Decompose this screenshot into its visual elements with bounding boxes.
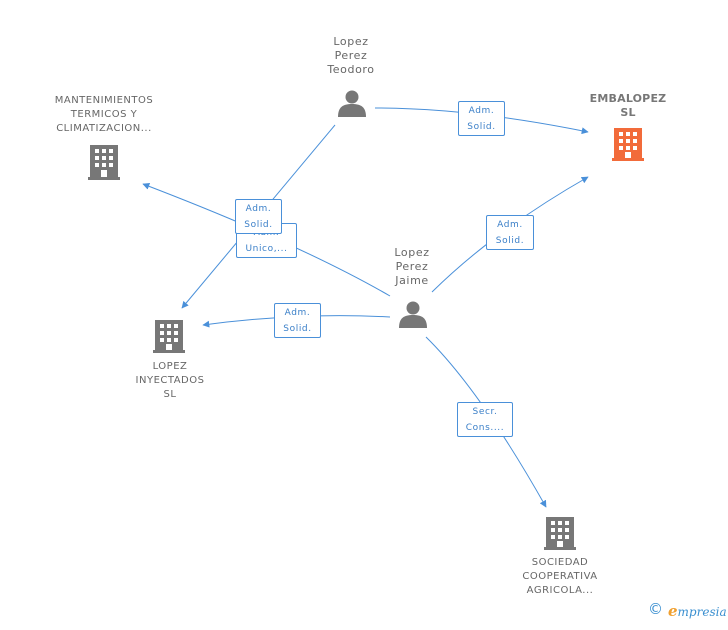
label-line: Perez: [334, 49, 368, 62]
person-label-teodoro[interactable]: Lopez Perez Teodoro: [310, 35, 392, 77]
label-line: MANTENIMIENTOS: [54, 95, 154, 106]
building-icon[interactable]: [153, 320, 185, 353]
badge-line: Unico,...: [245, 244, 288, 254]
label-line: TERMICOS Y: [70, 109, 138, 120]
label-line: SL: [620, 106, 636, 119]
label-line: INYECTADOS: [135, 375, 205, 386]
copyright-icon: ©: [648, 600, 663, 618]
brand-initial: e: [668, 602, 678, 620]
badge-line: Solid.: [283, 324, 312, 334]
relation-badge-teodoro-inyectados[interactable]: Adm. Solid.: [235, 199, 282, 234]
badge-line: Adm.: [284, 308, 311, 318]
brand-name: mpresia: [677, 605, 727, 619]
badge-line: Solid.: [244, 220, 273, 230]
label-line: CLIMATIZACION...: [56, 123, 152, 134]
badge-line: Solid.: [467, 122, 496, 132]
label-line: Lopez: [333, 35, 369, 48]
label-line: SOCIEDAD: [531, 557, 589, 568]
footer-brand: © empresia: [648, 600, 727, 620]
badge-line: Secr.: [472, 407, 498, 417]
label-line: Lopez: [394, 246, 430, 259]
company-label-sociedad[interactable]: SOCIEDAD COOPERATIVA AGRICOLA...: [505, 556, 615, 598]
main-company-icon[interactable]: [612, 128, 644, 161]
relation-badge-teodoro-embalopez[interactable]: Adm. Solid.: [458, 101, 505, 136]
label-line: Teodoro: [327, 63, 375, 76]
badge-line: Solid.: [495, 236, 525, 246]
company-label-inyectados[interactable]: LOPEZ INYECTADOS SL: [120, 360, 220, 402]
relation-badge-jaime-sociedad[interactable]: Secr. Cons....: [457, 402, 513, 437]
building-icon[interactable]: [88, 145, 120, 180]
person-icon[interactable]: [338, 90, 366, 118]
label-line: SL: [163, 389, 177, 400]
label-line: EMBALOPEZ: [589, 92, 667, 105]
label-line: Perez: [395, 260, 429, 273]
label-line: LOPEZ: [152, 361, 188, 372]
relation-badge-jaime-embalopez[interactable]: Adm. Solid.: [486, 215, 534, 250]
badge-line: Adm.: [245, 204, 272, 214]
building-icon[interactable]: [544, 517, 576, 550]
company-label-mantenimientos[interactable]: MANTENIMIENTOS TERMICOS Y CLIMATIZACION.…: [42, 94, 166, 136]
person-label-jaime[interactable]: Lopez Perez Jaime: [371, 246, 453, 288]
badge-line: Adm.: [468, 106, 495, 116]
relation-badge-jaime-inyectados[interactable]: Adm. Solid.: [274, 303, 321, 338]
company-label-embalopez[interactable]: EMBALOPEZ SL: [580, 92, 676, 120]
person-icon[interactable]: [399, 301, 427, 329]
label-line: Jaime: [395, 274, 429, 287]
label-line: AGRICOLA...: [526, 585, 594, 596]
label-line: COOPERATIVA: [522, 571, 598, 582]
badge-line: Cons....: [465, 423, 505, 433]
badge-line: Adm.: [497, 220, 523, 230]
brand-logo[interactable]: empresia: [668, 602, 727, 620]
